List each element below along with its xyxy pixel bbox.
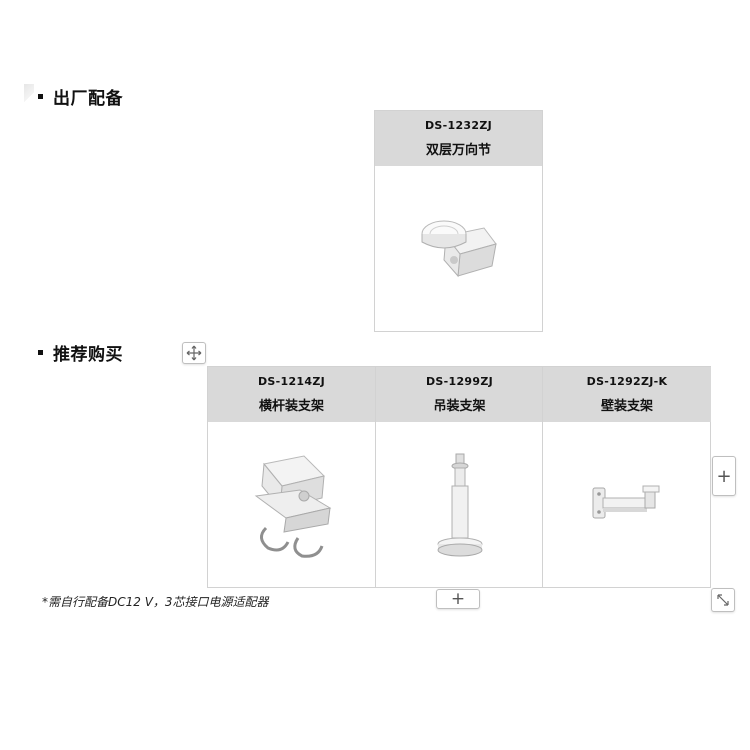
pole-mount-bracket-icon: [254, 454, 331, 558]
resize-table-button[interactable]: [711, 588, 735, 612]
card-name: 双层万向节: [425, 143, 491, 158]
accessory-card: DS-1299ZJ 吊装支架: [375, 367, 543, 587]
add-column-button[interactable]: +: [712, 456, 736, 496]
add-row-button[interactable]: +: [436, 589, 480, 609]
card-image: [543, 422, 711, 587]
wall-mount-bracket-icon: [592, 485, 660, 518]
card-name: 横杆装支架: [258, 399, 324, 414]
decorative-corner: [24, 84, 34, 104]
card-header: DS-1299ZJ 吊装支架: [376, 367, 543, 422]
card-image: [376, 422, 543, 587]
pendant-mount-bracket-icon: [437, 453, 482, 556]
bullet-icon: [38, 350, 43, 355]
section-title-included: 出厂配备: [38, 84, 123, 109]
card-model: DS-1214ZJ: [257, 375, 325, 388]
recommended-table: DS-1214ZJ 横杆装支架 DS-1299ZJ 吊装支架: [207, 366, 711, 588]
accessory-card: DS-1214ZJ 横杆装支架: [208, 367, 375, 587]
card-header: DS-1292ZJ-K 壁装支架: [543, 367, 711, 422]
plus-icon: +: [716, 465, 732, 487]
resize-diagonal-icon: [717, 594, 729, 606]
card-model: DS-1292ZJ-K: [586, 375, 668, 388]
double-layer-gimbal-mount-icon: [421, 220, 497, 277]
section-title-text: 出厂配备: [53, 89, 123, 109]
card-name: 吊装支架: [433, 399, 486, 414]
move-arrows-icon: [186, 345, 202, 361]
card-image: [375, 166, 542, 331]
plus-icon: +: [450, 589, 466, 609]
card-name: 壁装支架: [600, 399, 653, 414]
card-model: DS-1232ZJ: [424, 119, 492, 132]
accessory-card: DS-1292ZJ-K 壁装支架: [542, 367, 711, 587]
card-image: [208, 422, 375, 587]
card-model: DS-1299ZJ: [425, 375, 493, 388]
accessory-card-included: DS-1232ZJ 双层万向节: [374, 110, 543, 332]
bullet-icon: [38, 94, 43, 99]
section-title-text: 推荐购买: [53, 345, 123, 365]
power-adapter-note: *需自行配备DC12 V，3芯接口电源适配器: [42, 595, 269, 609]
section-title-recommended: 推荐购买: [38, 340, 123, 365]
move-table-button[interactable]: [182, 342, 206, 364]
card-header: DS-1214ZJ 横杆装支架: [208, 367, 375, 422]
card-header: DS-1232ZJ 双层万向节: [375, 111, 542, 166]
